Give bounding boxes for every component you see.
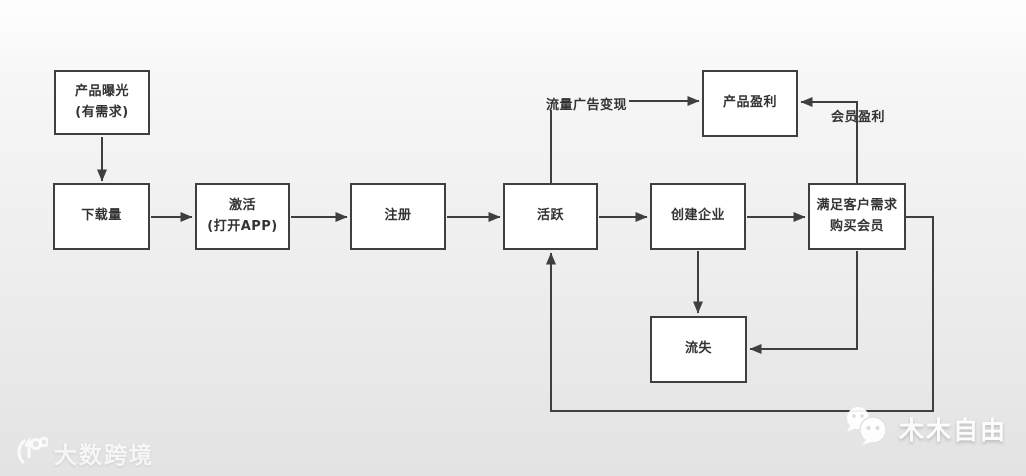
dashu-logo-icon [14, 433, 50, 473]
node-product-profit: 产品盈利 [702, 70, 798, 137]
label-member-profit: 会员盈利 [831, 110, 886, 125]
watermark-right-text: 木木自由 [899, 416, 1008, 445]
node-register: 注册 [350, 183, 446, 250]
watermark-bottom-left: 大数跨境 [14, 433, 154, 473]
edge-satisfy-to-profit [800, 97, 858, 183]
node-product-exposure: 产品曝光 (有需求) [54, 70, 150, 135]
label-ad-monetization: 流量广告变现 [546, 98, 628, 113]
node-downloads: 下载量 [53, 183, 150, 250]
wechat-icon [842, 407, 892, 451]
node-satisfy-needs: 满足客户需求 购买会员 [808, 183, 906, 250]
node-active: 活跃 [503, 183, 598, 250]
watermark-left-text: 大数跨境 [54, 443, 154, 469]
edge-satisfy-loop-to-active [546, 216, 934, 412]
edge-satisfy-to-churn [749, 251, 858, 354]
node-create-company: 创建企业 [650, 183, 746, 250]
watermark-bottom-right: 木木自由 [842, 407, 1007, 451]
node-churn: 流失 [650, 316, 747, 383]
node-activation: 激活 (打开APP) [195, 183, 290, 250]
